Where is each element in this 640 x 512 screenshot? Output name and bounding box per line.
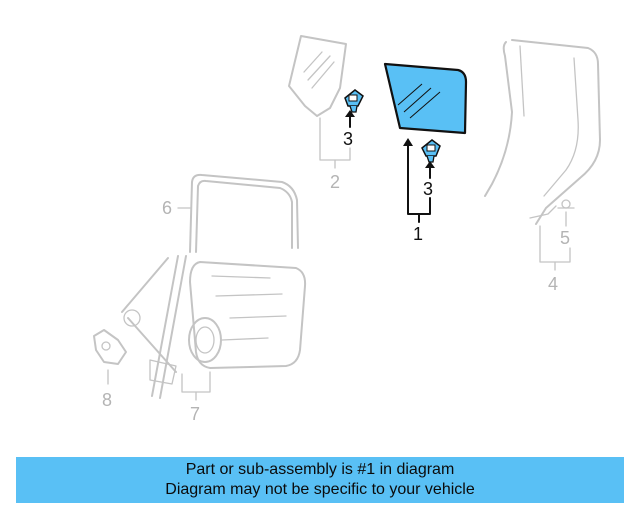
callout-2-leader: [319, 117, 351, 169]
clip-part-3-upper[interactable]: [344, 89, 364, 113]
callout-8: 8: [102, 390, 112, 410]
banner-line-2: Diagram may not be specific to your vehi…: [165, 481, 475, 498]
frame-seal-part-6[interactable]: [189, 173, 299, 253]
callout-7: 7: [190, 404, 200, 424]
callout-5: 5: [560, 228, 570, 248]
callout-3-lower: 3: [423, 179, 433, 199]
parts-diagram: 2 3 3 1: [93, 35, 601, 424]
quarter-glass-part-2[interactable]: [288, 35, 347, 117]
door-glass-part-1[interactable]: [383, 62, 468, 135]
callout-1: 1: [413, 224, 423, 244]
clip-part-3-lower[interactable]: [421, 139, 441, 163]
callout-3-upper-arrow: [345, 110, 355, 128]
callout-1-leader: [403, 138, 431, 223]
banner-line-1: Part or sub-assembly is #1 in diagram: [185, 461, 455, 478]
callout-3-upper: 3: [343, 129, 353, 149]
callout-3-lower-arrow: [425, 161, 435, 179]
callout-4-leader: [539, 225, 571, 271]
regulator-assembly-part-7[interactable]: [121, 255, 307, 399]
run-channel-part-4[interactable]: [484, 39, 601, 225]
callout-4: 4: [548, 274, 558, 294]
fastener-part-5[interactable]: [557, 199, 575, 209]
callout-6: 6: [162, 198, 172, 218]
motor-part-8[interactable]: [93, 329, 127, 365]
info-banner: Part or sub-assembly is #1 in diagram Di…: [16, 457, 624, 503]
callout-2: 2: [330, 172, 340, 192]
callout-7-leader: [181, 371, 211, 401]
